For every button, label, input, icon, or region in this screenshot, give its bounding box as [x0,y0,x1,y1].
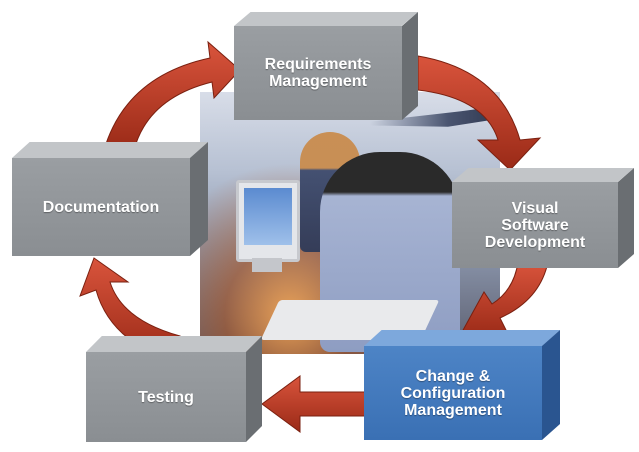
block-change-configuration-management: Change & Configuration Management [364,330,560,442]
center-photo [200,92,500,354]
arrow-change-to-testing [261,375,367,433]
block-testing: Testing [86,336,262,444]
change-label: Change & Configuration Management [364,346,542,440]
monitor-stand [252,258,282,272]
requirements-label: Requirements Management [234,26,402,120]
arrow-requirements-to-visual [417,55,542,171]
block-visual-software-development: Visual Software Development [452,168,634,270]
block-requirements-management: Requirements Management [234,12,418,122]
arrow-visual-to-change [461,261,549,339]
testing-label: Testing [86,352,246,442]
visual-label: Visual Software Development [452,182,618,268]
arrow-documentation-to-requirements [103,40,241,151]
block-documentation: Documentation [12,142,208,258]
documentation-label: Documentation [12,158,190,256]
